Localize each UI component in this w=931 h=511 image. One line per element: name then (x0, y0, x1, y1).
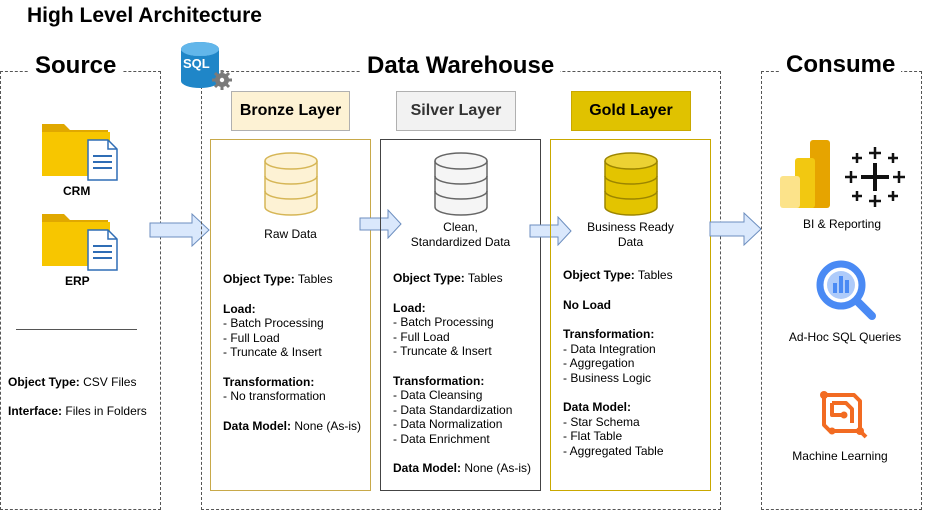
source-interface: Interface: Files in Folders (8, 404, 147, 418)
crm-folder-icon (40, 118, 122, 182)
consume-item-adhoc-sql: Ad-Hoc SQL Queries (788, 330, 902, 344)
bronze-db-label: Raw Data (264, 227, 317, 241)
data-warehouse-title: Data Warehouse (361, 52, 561, 80)
ml-icon (816, 389, 868, 446)
flow-arrow (149, 212, 211, 252)
flow-arrow (709, 211, 763, 251)
silver-details: Object Type: Tables Load: - Batch Proces… (393, 271, 532, 475)
silver-db-label: Clean, Standardized Data (410, 220, 511, 249)
page-title: High Level Architecture (27, 4, 262, 27)
database-icon (263, 151, 319, 222)
bronze-layer-box: Raw Data Object Type: Tables Load: - Bat… (210, 139, 371, 491)
consume-item-bi-reporting: BI & Reporting (802, 217, 882, 231)
erp-folder-icon (40, 208, 122, 272)
source-title: Source (29, 52, 123, 80)
consume-title: Consume (780, 51, 902, 79)
source-item-erp: ERP (65, 274, 90, 288)
gold-layer-header: Gold Layer (571, 91, 691, 131)
bronze-details: Object Type: Tables Load: - Batch Proces… (223, 272, 362, 433)
consume-item-machine-learning: Machine Learning (792, 449, 888, 463)
gold-layer-box: Business Ready Data Object Type: Tables … (550, 139, 711, 491)
database-icon (603, 151, 659, 222)
tableau-icon (843, 145, 907, 214)
sql-badge: SQL (183, 56, 210, 71)
silver-layer-box: Clean, Standardized Data Object Type: Ta… (380, 139, 541, 491)
sql-database-icon: SQL (178, 40, 234, 92)
source-divider (16, 329, 137, 330)
bronze-layer-header: Bronze Layer (231, 91, 350, 131)
source-object-type: Object Type: CSV Files (8, 375, 137, 389)
gold-db-label: Business Ready Data (587, 220, 674, 249)
database-icon (433, 151, 489, 222)
silver-layer-header: Silver Layer (396, 91, 516, 131)
source-item-crm: CRM (63, 184, 91, 198)
power-bi-icon (780, 140, 832, 213)
bigquery-icon (815, 259, 877, 326)
gold-details: Object Type: Tables No Load Transformati… (563, 268, 673, 458)
